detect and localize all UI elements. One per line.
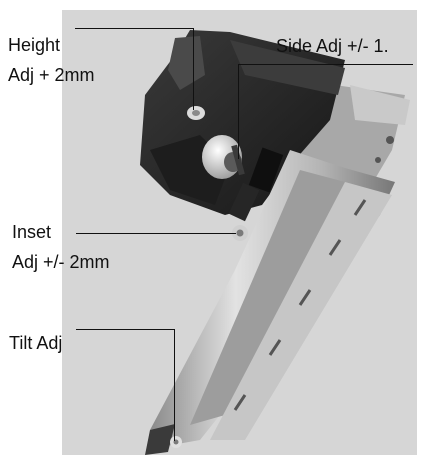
height-adjust-label-line1: Height (8, 35, 61, 55)
side-adjust-label: Side Adj +/- 1. (276, 36, 389, 56)
side-leader-vertical (238, 64, 239, 159)
inset-adjust-screw (232, 225, 248, 241)
inset-adjust-label-line1: Inset (12, 222, 52, 242)
tilt-leader-vertical (174, 329, 175, 441)
height-leader-horizontal (75, 28, 193, 29)
inset-adjust-label-line2: Adj +/- 2mm (12, 252, 110, 272)
inset-leader-horizontal (76, 233, 236, 234)
slide-rail (145, 150, 395, 455)
height-leader-vertical (193, 28, 194, 110)
side-leader-horizontal (238, 64, 413, 65)
tilt-adjust-screw (170, 436, 182, 448)
tilt-leader-horizontal (76, 329, 174, 330)
side-adjust-cam-knob (202, 135, 245, 179)
height-adjust-label-line2: Adj + 2mm (8, 65, 95, 85)
height-adjust-screw (187, 106, 205, 120)
tilt-adjust-label: Tilt Adj (9, 333, 63, 353)
